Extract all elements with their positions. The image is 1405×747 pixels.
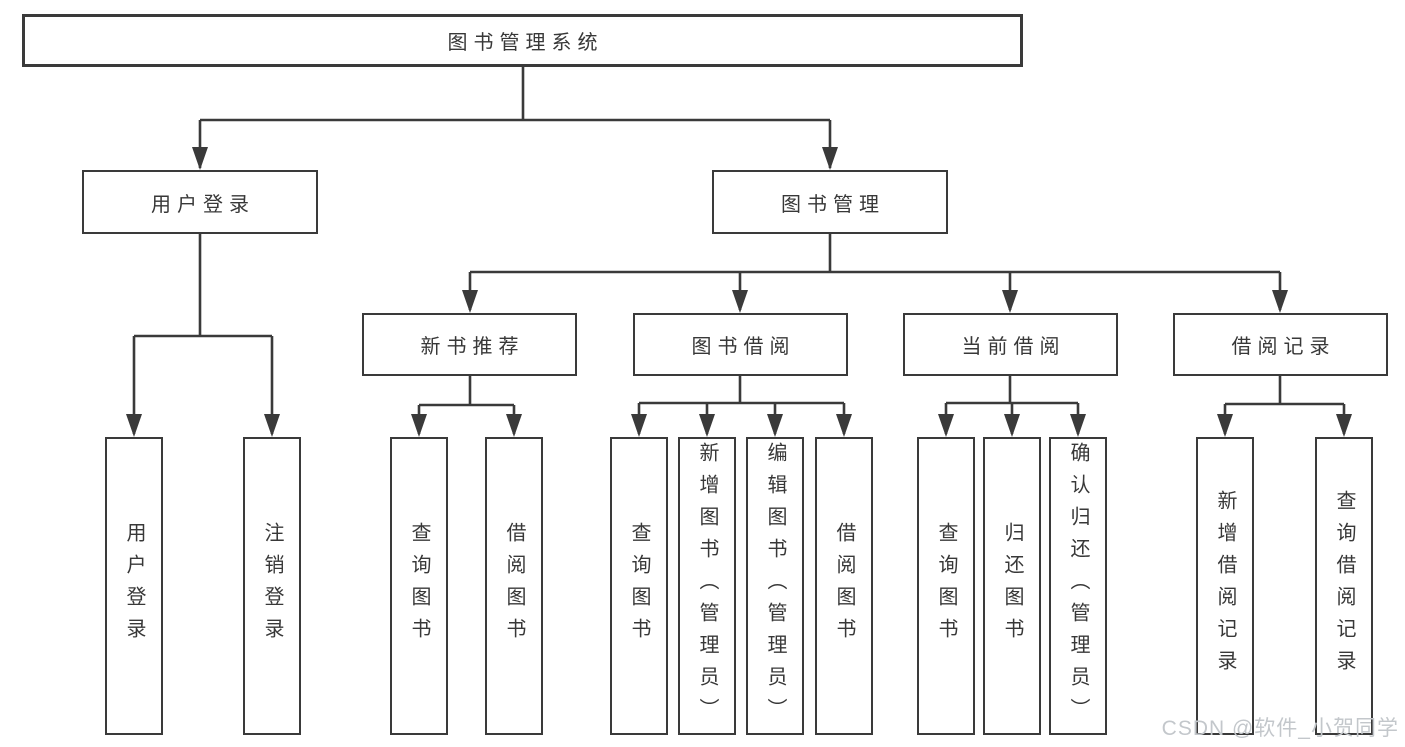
node-label: 新书推荐 [420, 336, 525, 358]
node-label: 用户登录 [123, 522, 145, 650]
node-label: 借阅记录 [1231, 336, 1336, 358]
node-new-book-recommend: 新书推荐 [362, 313, 577, 376]
node-label: 注销登录 [261, 522, 283, 650]
node-return-books: 归还图书 [983, 437, 1041, 735]
node-label: 用户登录 [151, 193, 255, 216]
node-borrow-books: 借阅图书 [815, 437, 873, 735]
node-current-borrowing: 当前借阅 [903, 313, 1118, 376]
node-query-books: 查询图书 [610, 437, 668, 735]
node-label: 编辑图书（管理员） [764, 442, 786, 730]
node-label: 借阅图书 [503, 522, 525, 650]
node-system-root: 图书管理系统 [22, 14, 1023, 67]
node-add-borrow-record: 新增借阅记录 [1196, 437, 1254, 735]
node-confirm-return-admin: 确认归还（管理员） [1049, 437, 1107, 735]
arrowheads [126, 147, 1352, 437]
node-label: 查询图书 [628, 522, 650, 650]
csdn-watermark: CSDN @软件_小贺同学 [1161, 717, 1399, 740]
node-label: 查询图书 [408, 522, 430, 650]
node-book-borrowing: 图书借阅 [633, 313, 848, 376]
node-query-books: 查询图书 [390, 437, 448, 735]
node-user-login-module: 用户登录 [82, 170, 318, 234]
node-edit-books-admin: 编辑图书（管理员） [746, 437, 804, 735]
node-borrowing-records: 借阅记录 [1173, 313, 1388, 376]
node-query-borrow-record: 查询借阅记录 [1315, 437, 1373, 735]
node-label: 图书借阅 [691, 336, 796, 358]
node-user-login: 用户登录 [105, 437, 163, 735]
node-add-books-admin: 新增图书（管理员） [678, 437, 736, 735]
node-label: 图书管理系统 [447, 32, 604, 54]
node-book-management-module: 图书管理 [712, 170, 948, 234]
node-label: 新增借阅记录 [1214, 490, 1236, 682]
node-label: 查询借阅记录 [1333, 490, 1355, 682]
node-label: 查询图书 [935, 522, 957, 650]
node-label: 当前借阅 [961, 336, 1066, 358]
node-logout: 注销登录 [243, 437, 301, 735]
node-query-books: 查询图书 [917, 437, 975, 735]
node-label: 归还图书 [1001, 522, 1023, 650]
node-label: 新增图书（管理员） [696, 442, 718, 730]
node-label: 图书管理 [781, 193, 885, 216]
node-label: 确认归还（管理员） [1067, 442, 1089, 730]
node-label: 借阅图书 [833, 522, 855, 650]
node-borrow-books: 借阅图书 [485, 437, 543, 735]
